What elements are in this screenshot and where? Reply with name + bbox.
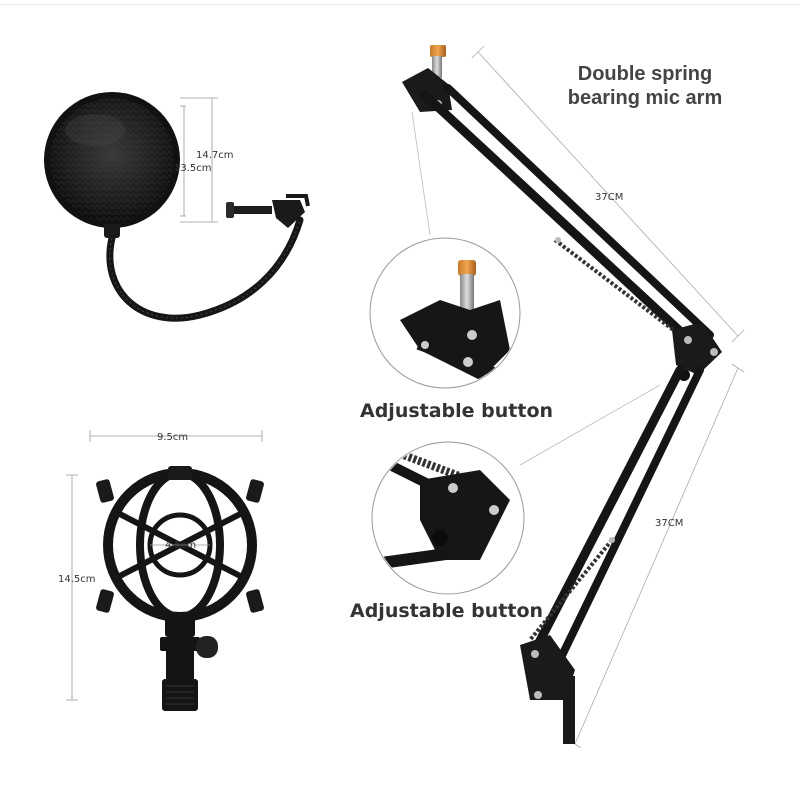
shock-mount-inner-dimension: 4.5cm xyxy=(165,540,196,551)
pop-filter-collar xyxy=(104,224,120,238)
pop-filter-clamp xyxy=(226,194,310,228)
lower-adjustable-button-label: Adjustable button xyxy=(350,600,544,622)
pop-filter-inner-dimension: 13.5cm xyxy=(174,163,212,174)
shock-mount: 9.5cm 14.5cm 4.5cm xyxy=(58,430,264,711)
arm-upper-section xyxy=(420,84,714,350)
top-divider-line xyxy=(0,4,800,5)
mic-arm: 37CM 37CM xyxy=(369,45,745,749)
upper-adjustable-button-label: Adjustable button xyxy=(360,400,554,422)
title-line-1: Double spring xyxy=(577,63,713,85)
arm-upper-dimension: 37CM xyxy=(595,192,623,203)
shock-mount-base xyxy=(160,615,218,711)
shock-mount-height-dimension: 14.5cm xyxy=(58,574,96,585)
upper-adjustable-button-callout xyxy=(369,237,521,389)
arm-top-bracket xyxy=(402,68,452,112)
arm-lower-dimension: 37CM xyxy=(655,518,683,529)
arm-top-knob xyxy=(430,45,446,57)
shock-mount-dimension-lines xyxy=(66,430,263,701)
arm-elbow-joint xyxy=(672,322,722,375)
gooseneck xyxy=(106,216,304,322)
pop-filter-dimension-lines xyxy=(180,97,218,223)
pop-filter: 14.7cm 13.5cm xyxy=(44,92,310,322)
lower-adjustable-button-callout xyxy=(371,441,525,595)
shock-mount-width-dimension: 9.5cm xyxy=(157,432,188,443)
arm-mount-pin xyxy=(563,676,575,744)
product-title: Double spring bearing mic arm xyxy=(545,62,745,110)
pop-filter-outer-dimension: 14.7cm xyxy=(196,150,234,161)
title-line-2: bearing mic arm xyxy=(567,87,723,109)
arm-dimension-lines xyxy=(471,45,745,749)
arm-upper-spring xyxy=(553,238,682,337)
arm-lower-spring xyxy=(528,538,614,642)
